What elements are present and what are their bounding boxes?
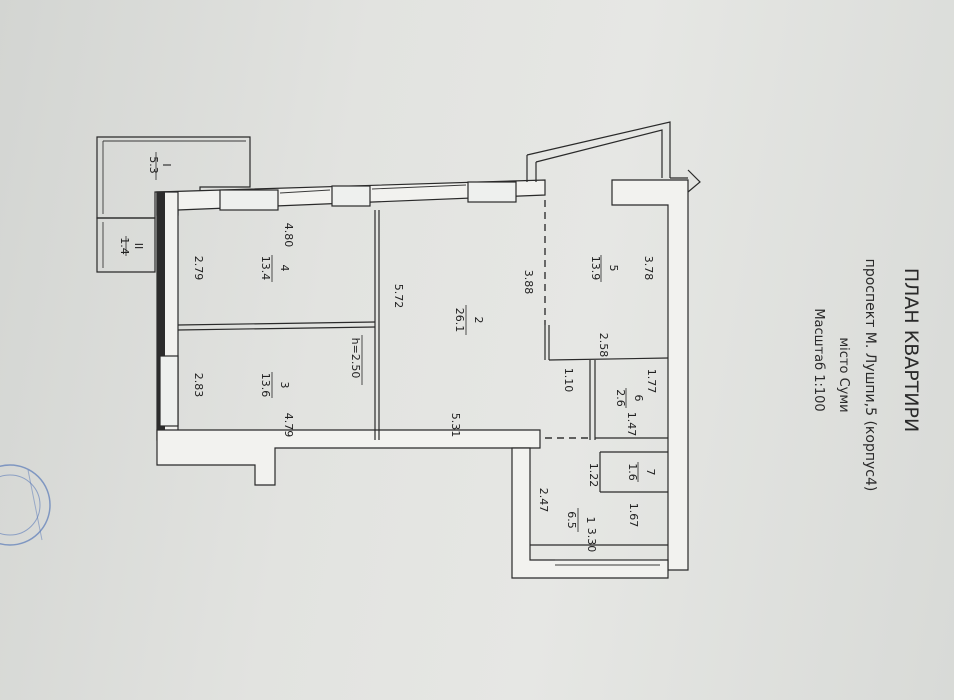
dim-room3-depth: 2.83	[192, 373, 205, 398]
room-1-label: 1 6.5	[565, 508, 597, 532]
dim-kitchen-length: 3.78	[642, 256, 655, 281]
dim-bath-width: 1.47	[625, 412, 638, 437]
ceiling-height: h=2.50	[349, 338, 362, 379]
dim-living-width: 5.31	[449, 413, 462, 438]
dim-kitchen-width: 2.58	[597, 333, 610, 358]
windows	[159, 181, 517, 427]
svg-text:5.3: 5.3	[147, 156, 160, 174]
plan-title: ПЛАН КВАРТИРИ	[900, 268, 922, 432]
room-4-number: 4	[278, 265, 291, 272]
balcony-2-area: 1.4	[118, 237, 131, 255]
room-2-number: 2	[472, 317, 485, 324]
dim-hall-length: 3.30	[585, 528, 598, 553]
room-6-label: 6 2.6	[614, 388, 645, 408]
balcony-2-number: II	[132, 243, 145, 250]
dim-bath-length: 1.77	[645, 369, 658, 394]
dim-passage: 1.10	[562, 368, 575, 393]
room-2-label: 2 26.1	[453, 305, 485, 335]
room-1-area: 6.5	[565, 511, 578, 529]
room-7-number: 7	[644, 469, 657, 476]
dim-living-depth: 3.88	[522, 270, 535, 295]
room-3-number: 3	[278, 382, 291, 389]
balcony-2: II 1.4	[96, 217, 156, 273]
room-6-area: 2.6	[614, 389, 627, 407]
room-7-label: 7 1.6	[626, 462, 657, 482]
dim-room4-depth: 2.79	[192, 256, 205, 281]
room-3-label: 3 13.6	[259, 372, 291, 398]
room-4-area: 13.4	[259, 256, 272, 281]
svg-text:I: I	[160, 163, 173, 166]
dimensions: 4.80 2.79 5.72 3.88 3.78 2.58 2.83 4.79 …	[192, 223, 658, 553]
dim-room4-width: 4.80	[282, 223, 295, 248]
room-7-area: 1.6	[626, 463, 639, 481]
room-1-number: 1	[584, 517, 597, 524]
balcony-1-number: I	[160, 163, 173, 166]
dim-wc-width: 1.22	[587, 463, 600, 488]
room-6-number: 6	[632, 395, 645, 402]
plan-city: місто Суми	[836, 337, 851, 412]
dim-room3-width: 4.79	[282, 413, 295, 438]
room-5-number: 5	[607, 265, 620, 272]
svg-text:II: II	[132, 243, 145, 250]
room-4-label: 4 13.4	[259, 255, 291, 282]
dim-living-length: 5.72	[392, 284, 405, 309]
svg-text:1.4: 1.4	[118, 237, 131, 255]
dim-hall-depth: 2.47	[537, 488, 550, 513]
partitions	[177, 200, 669, 566]
plan-address: проспект М. Лушпи,5 (корпус4)	[862, 259, 878, 492]
room-5-area: 13.9	[589, 256, 602, 281]
room-2-area: 26.1	[453, 308, 466, 333]
room-3-area: 13.6	[259, 373, 272, 398]
plan-scale: Масштаб 1:100	[811, 308, 826, 411]
room-5-label: 5 13.9	[589, 255, 620, 282]
balcony-1-area: 5.3	[147, 156, 160, 174]
dim-wc-length: 1.67	[627, 503, 640, 528]
stamp	[0, 464, 51, 546]
title-block: ПЛАН КВАРТИРИ проспект М. Лушпи,5 (корпу…	[811, 259, 922, 492]
